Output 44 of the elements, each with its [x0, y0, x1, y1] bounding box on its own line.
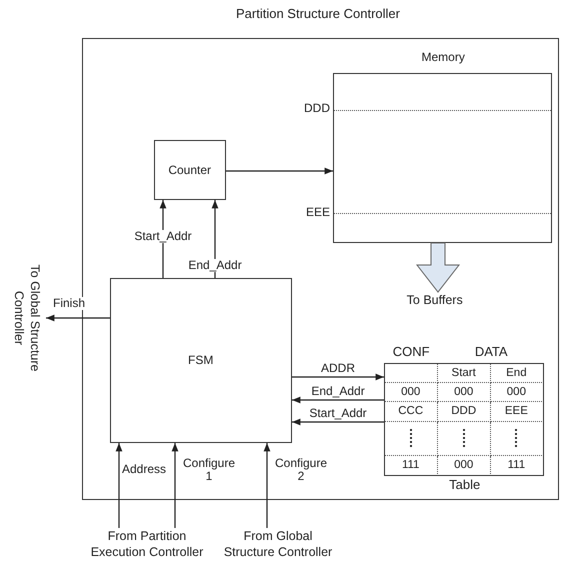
table-value: End: [506, 366, 527, 379]
frame-title: Partition Structure Controller: [234, 7, 401, 21]
address-label: DDD: [303, 101, 330, 115]
edge-label: ADDR: [320, 362, 356, 375]
arrow: [160, 200, 166, 278]
table-value: CCC: [398, 405, 424, 418]
arrow: [46, 314, 110, 322]
block-arrow: [416, 242, 460, 293]
edge-label: Start_Addr: [308, 407, 368, 420]
edge-label: Start_Addr: [133, 230, 193, 243]
terminal-label: To Global Structure Controller: [11, 264, 43, 374]
edge-label: End_Addr: [187, 259, 243, 272]
table-value: 111: [508, 458, 526, 471]
edge-label: End_Addr: [310, 385, 366, 398]
table-value: 000: [454, 386, 474, 398]
arrow: [212, 200, 218, 278]
arrow: [264, 443, 270, 528]
table-caption: Table: [448, 478, 482, 492]
table-value: EEE: [504, 405, 528, 418]
table-value: 000: [454, 458, 474, 471]
table-value: 000: [506, 386, 526, 398]
column-header: CONF: [392, 344, 431, 359]
edge-label: Finish: [52, 297, 86, 310]
arrow: [292, 396, 384, 404]
module-name: Counter: [168, 162, 212, 177]
table-value: Start: [452, 366, 476, 379]
table-value: DDD: [451, 405, 476, 418]
terminal-label: From Global Structure Controller: [222, 528, 334, 560]
arrow: [172, 443, 178, 528]
arrow: [116, 443, 122, 528]
block-title: Memory: [420, 50, 466, 64]
terminal-label: To Buffers: [406, 292, 463, 308]
arrow: [226, 168, 333, 174]
terminal-label: From Partition Execution Controller: [90, 528, 204, 560]
module-name: FSM: [188, 353, 214, 368]
arrow: [292, 374, 384, 380]
module-box: [110, 278, 292, 443]
table-value: 000: [401, 386, 420, 398]
column-header: DATA: [474, 344, 509, 359]
edge-label: Address: [121, 463, 168, 476]
arrow: [292, 418, 384, 426]
address-label: EEE: [304, 205, 330, 219]
module-box: [154, 140, 226, 200]
table-value: 111: [402, 458, 420, 471]
